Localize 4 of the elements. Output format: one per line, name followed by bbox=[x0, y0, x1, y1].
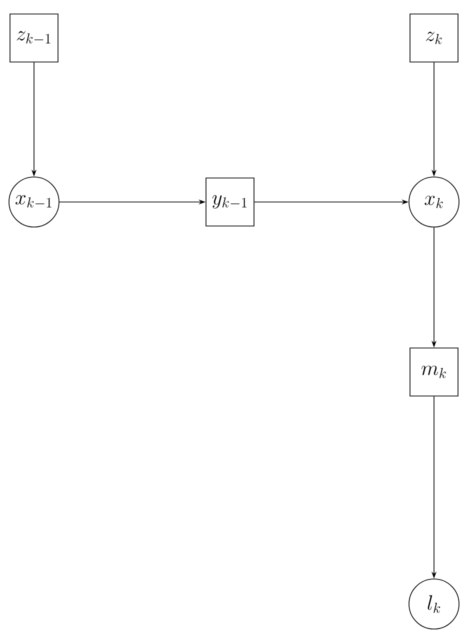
variable-box: $m_k$ bbox=[410, 348, 458, 396]
variable-box: $z_{k-1}$ bbox=[10, 14, 58, 62]
variable-box: $z_k$ bbox=[410, 14, 458, 62]
variable-box: $y_{k-1}$ bbox=[206, 178, 254, 226]
